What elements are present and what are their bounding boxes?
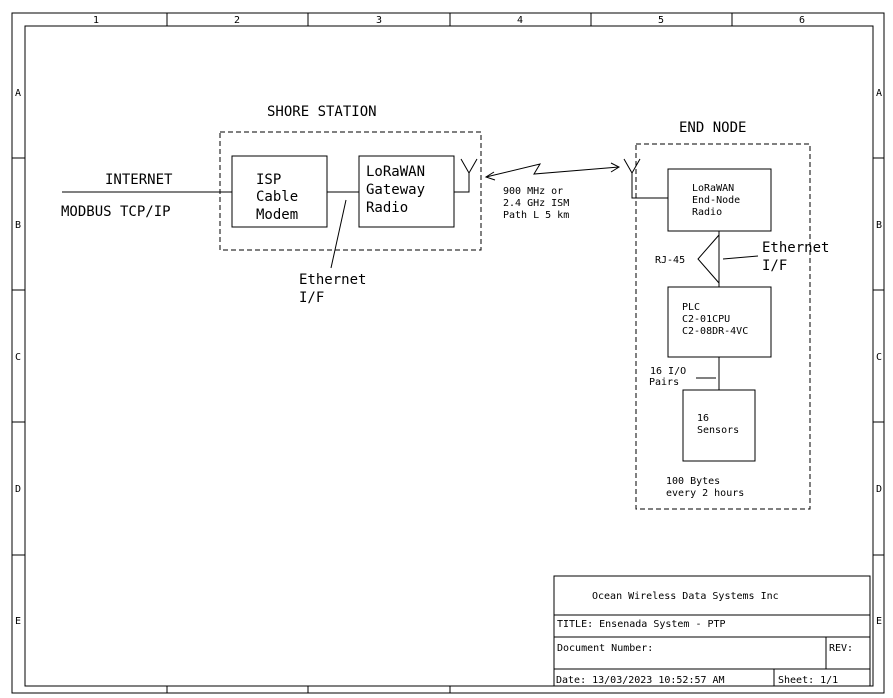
io-label-2: Pairs (649, 377, 679, 388)
plc-label-3: C2-08DR-4VC (682, 326, 748, 337)
shore-ethernet-label-2: I/F (299, 290, 324, 306)
end-node-title: END NODE (679, 120, 746, 136)
end-node-boundary (635, 143, 811, 510)
radio-arrow-left-icon (484, 171, 496, 181)
row-label-c-left: C (15, 352, 21, 363)
title-block: Ocean Wireless Data Systems Inc TITLE: E… (553, 575, 871, 687)
end-node-radio-label-1: LoRaWAN (692, 183, 734, 194)
date-label: Date: 13/03/2023 10:52:57 AM (556, 675, 725, 686)
internet-label: INTERNET (105, 172, 173, 188)
sensors-label-2: Sensors (697, 425, 739, 436)
end-node-ethernet-leader (722, 255, 759, 260)
row-label-a-right: A (876, 88, 882, 99)
gateway-antenna-feed (454, 173, 470, 193)
revision-label: REV: (829, 643, 853, 654)
rj45-connector-icon (697, 234, 720, 284)
end-node-ethernet-label-1: Ethernet (762, 240, 829, 256)
internet-link: INTERNET MODBUS TCP/IP (61, 172, 232, 220)
row-label-d-right: D (876, 484, 882, 495)
sensors-box (682, 389, 756, 462)
row-label-e-left: E (15, 616, 21, 627)
gateway-label-2: Gateway (366, 182, 425, 198)
end-node: END NODE LoRaWAN End-Node Radio RJ-45 Et… (623, 120, 829, 510)
cable-modem-label-1: ISP (256, 172, 281, 188)
row-label-b-left: B (15, 220, 21, 231)
gateway-antenna-icon (460, 158, 478, 175)
company-name: Ocean Wireless Data Systems Inc (592, 591, 779, 602)
gateway-label-3: Radio (366, 200, 408, 216)
drawing-title: TITLE: Ensenada System - PTP (557, 619, 726, 630)
payload-label-2: every 2 hours (666, 488, 744, 499)
shore-ethernet-label-1: Ethernet (299, 272, 366, 288)
link-label-2: 2.4 GHz ISM (503, 198, 569, 209)
outer-border (11, 12, 885, 694)
cable-modem-label-3: Modem (256, 207, 298, 223)
column-label-3: 3 (376, 15, 382, 26)
ethernet-leader-line (330, 199, 347, 269)
document-number-label: Document Number: (557, 643, 653, 654)
drawing-frame: 1 2 3 4 5 6 A B C D E A B C D E (11, 12, 885, 694)
row-label-c-right: C (876, 352, 882, 363)
end-node-ethernet-label-2: I/F (762, 258, 787, 274)
radio-arrow-right-icon (610, 162, 621, 173)
radio-link-zigzag (485, 163, 620, 178)
payload-label-1: 100 Bytes (666, 476, 720, 487)
link-label-3: Path L 5 km (503, 210, 569, 221)
sheet-label: Sheet: 1/1 (778, 675, 838, 686)
end-node-radio-label-3: Radio (692, 207, 722, 218)
end-node-antenna-icon (623, 158, 641, 175)
row-label-b-right: B (876, 220, 882, 231)
modbus-label: MODBUS TCP/IP (61, 204, 171, 220)
end-node-antenna-feed (631, 173, 668, 199)
shore-station-boundary (219, 131, 482, 251)
shore-station-title: SHORE STATION (267, 104, 377, 120)
row-label-d-left: D (15, 484, 21, 495)
inner-border (24, 25, 874, 687)
io-label-1: 16 I/O (650, 366, 686, 377)
title-block-border (553, 575, 871, 687)
column-label-6: 6 (799, 15, 805, 26)
column-label-5: 5 (658, 15, 664, 26)
row-label-e-right: E (876, 616, 882, 627)
column-label-2: 2 (234, 15, 240, 26)
sensors-label-1: 16 (697, 413, 709, 424)
plc-label-1: PLC (682, 302, 700, 313)
shore-station: SHORE STATION ISP Cable Modem LoRaWAN Ga… (219, 104, 482, 306)
column-label-4: 4 (517, 15, 523, 26)
row-label-a-left: A (15, 88, 21, 99)
link-label-1: 900 MHz or (503, 186, 563, 197)
column-label-1: 1 (93, 15, 99, 26)
end-node-radio-label-2: End-Node (692, 195, 740, 206)
plc-label-2: C2-01CPU (682, 314, 730, 325)
radio-link: 900 MHz or 2.4 GHz ISM Path L 5 km (484, 162, 621, 221)
rj45-label: RJ-45 (655, 255, 685, 266)
gateway-label-1: LoRaWAN (366, 164, 425, 180)
cable-modem-label-2: Cable (256, 189, 298, 205)
